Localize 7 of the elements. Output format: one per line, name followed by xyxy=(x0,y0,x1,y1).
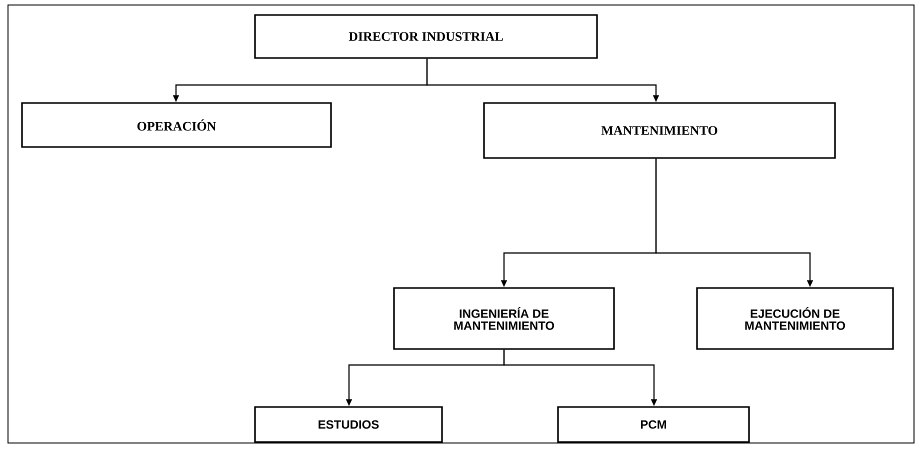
org-box: DIRECTOR INDUSTRIAL xyxy=(254,14,598,59)
org-box: PCM xyxy=(557,406,750,443)
org-box: MANTENIMIENTO xyxy=(483,102,836,159)
org-box: EJECUCIÓN DE MANTENIMIENTO xyxy=(696,287,894,350)
org-box: ESTUDIOS xyxy=(254,406,443,443)
org-box: OPERACIÓN xyxy=(21,102,332,148)
org-box: INGENIERÍA DE MANTENIMIENTO xyxy=(393,287,615,350)
